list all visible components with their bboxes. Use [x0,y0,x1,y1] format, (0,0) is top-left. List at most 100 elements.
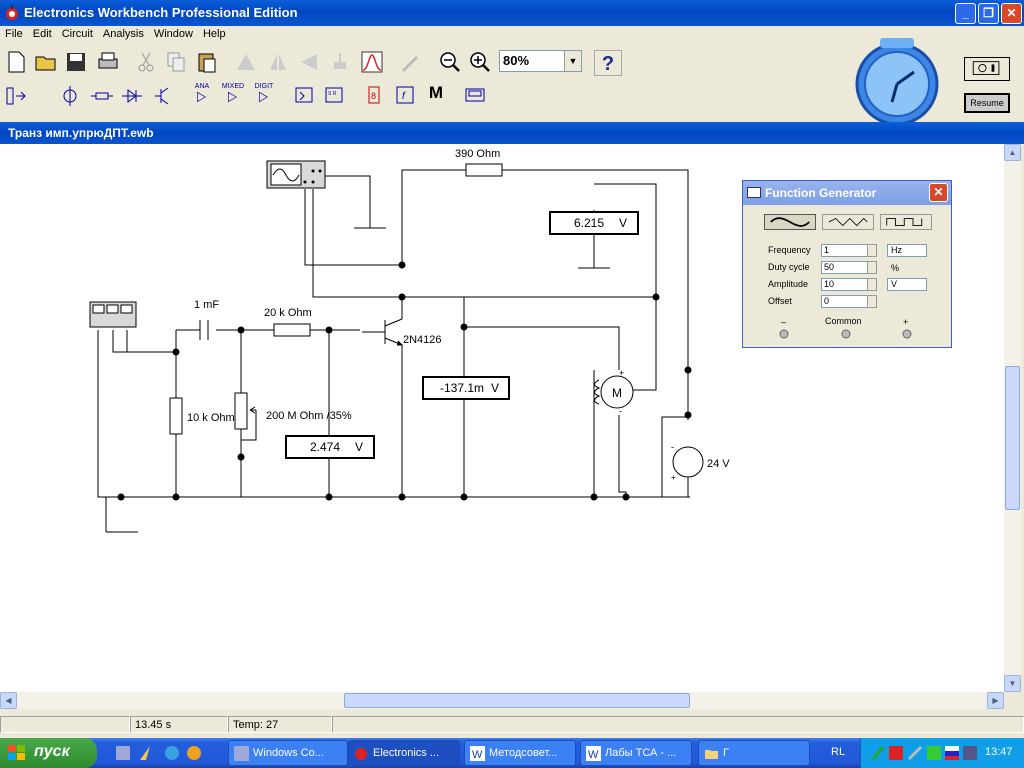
triangle-wave-button[interactable] [822,214,874,230]
minimize-button[interactable]: _ [955,3,976,24]
pause-button[interactable] [964,57,1010,81]
frequency-spinner[interactable] [867,244,877,257]
parts-bin-toolbar: ANA MIXED DIGIT S R 8 f M [0,82,500,114]
scroll-down-button[interactable]: ▼ [1004,675,1021,692]
frequency-unit-select[interactable]: Hz [887,244,927,257]
voltmeter-2[interactable] [422,376,510,400]
circuit-canvas[interactable]: 390 Ohm 1 mF 20 k Ohm 2N4126 10 k Ohm 20… [0,144,1004,692]
function-generator-window[interactable]: Function Generator✕ Frequency 1 Hz Duty … [742,180,952,348]
digital-bin-label: DIGIT [254,83,274,90]
help-button[interactable]: ? [594,50,622,76]
component-properties-button[interactable] [326,48,354,76]
transistors-bin-button[interactable] [150,82,178,110]
digital-ics-bin-button[interactable]: DIGIT [250,82,278,110]
task-folder[interactable]: Г [698,740,810,766]
flip-horizontal-button[interactable] [264,48,292,76]
vertical-scrollbar[interactable]: ▲ ▼ [1004,144,1021,692]
sources-bin-button[interactable] [56,82,84,110]
triangle-wave-icon [828,217,868,227]
menu-edit[interactable]: Edit [32,28,52,40]
function-generator-close-button[interactable]: ✕ [929,183,948,202]
copy-button[interactable] [162,48,190,76]
controls-bin-button[interactable]: f [391,82,419,110]
quick-launch-icons[interactable] [114,744,214,762]
favorites-bin-button[interactable] [2,82,30,110]
vertical-scroll-thumb[interactable] [1005,366,1020,510]
resume-button[interactable]: Resume [964,93,1010,113]
open-button[interactable] [32,48,60,76]
oscilloscope-icon[interactable] [266,160,326,189]
amplitude-input[interactable]: 10 [821,278,873,291]
horizontal-scroll-thumb[interactable] [344,693,690,708]
voltage-source-icon[interactable] [672,446,704,478]
amplitude-spinner[interactable] [867,278,877,291]
capacitor-icon[interactable] [199,320,209,340]
menu-help[interactable]: Help [202,28,226,40]
sources-bin-icon [63,86,77,106]
function-generator-instrument-icon[interactable] [89,301,137,328]
task-electronics-workbench[interactable]: Electronics ... [348,740,460,766]
horizontal-scrollbar[interactable]: ◀ ▶ [0,692,1004,709]
digital-bin-button[interactable]: S R [320,82,348,110]
amplitude-unit-select[interactable]: V [887,278,927,291]
rotate-button[interactable] [232,48,260,76]
chevron-down-icon[interactable]: ▼ [564,51,581,71]
terminal-connectors-icon[interactable] [773,327,933,341]
new-file-button[interactable] [2,48,30,76]
resistor-10k[interactable] [169,397,183,435]
print-button[interactable] [94,48,122,76]
zoom-out-button[interactable] [436,48,464,76]
menu-analysis[interactable]: Analysis [102,28,144,40]
miscellaneous-bin-button[interactable]: M [422,82,450,110]
flip-vertical-button[interactable] [295,48,323,76]
potentiometer[interactable] [234,392,248,430]
svg-text:W: W [588,749,599,761]
scroll-up-button[interactable]: ▲ [1004,144,1021,161]
motor-icon[interactable] [594,375,634,409]
voltmeter-3[interactable] [285,435,375,459]
language-indicator[interactable]: RL [831,746,846,758]
zoom-in-button[interactable] [466,48,494,76]
resistor-390[interactable] [465,163,503,177]
offset-spinner[interactable] [867,295,877,308]
mixed-ics-bin-button[interactable]: MIXED [219,82,247,110]
document-title: Транз имп.упрюДПТ.ewb [8,126,154,140]
basic-bin-button[interactable] [88,82,116,110]
save-icon [67,53,85,71]
paste-button[interactable] [193,48,221,76]
tray-icons[interactable] [869,745,979,761]
save-button[interactable] [62,48,90,76]
logic-gates-bin-button[interactable] [290,82,318,110]
analog-ics-bin-button[interactable]: ANA [188,82,216,110]
create-subcircuit-button[interactable] [358,48,386,76]
diodes-bin-button[interactable] [118,82,146,110]
instruments-bin-button[interactable] [461,82,489,110]
analyze-button[interactable] [396,48,424,76]
restore-button[interactable]: ❐ [978,3,999,24]
cut-button[interactable] [132,48,160,76]
transistor-icon[interactable] [362,318,404,346]
duty-cycle-input[interactable]: 50 [821,261,873,274]
square-wave-button[interactable] [880,214,932,230]
frequency-input[interactable]: 1 [821,244,873,257]
voltmeter-1[interactable] [549,211,639,235]
menu-circuit[interactable]: Circuit [61,28,93,40]
resistor-20k[interactable] [273,323,311,337]
duty-cycle-spinner[interactable] [867,261,877,274]
start-button[interactable]: пуск [0,738,97,768]
menu-file[interactable]: File [5,28,23,40]
task-windows-commander[interactable]: Windows Co... [228,740,348,766]
square-wave-icon [886,218,923,226]
zoom-select[interactable]: 80%▼ [499,50,582,72]
scroll-right-button[interactable]: ▶ [987,692,1004,709]
indicators-bin-button[interactable]: 8 [360,82,388,110]
workbench-task-icon [355,748,367,760]
offset-input[interactable]: 0 [821,295,873,308]
scroll-left-button[interactable]: ◀ [0,692,17,709]
close-button[interactable]: ✕ [1001,3,1022,24]
sine-wave-button[interactable] [764,214,816,230]
function-generator-titlebar[interactable]: Function Generator✕ [743,181,951,205]
menu-window[interactable]: Window [153,28,193,40]
